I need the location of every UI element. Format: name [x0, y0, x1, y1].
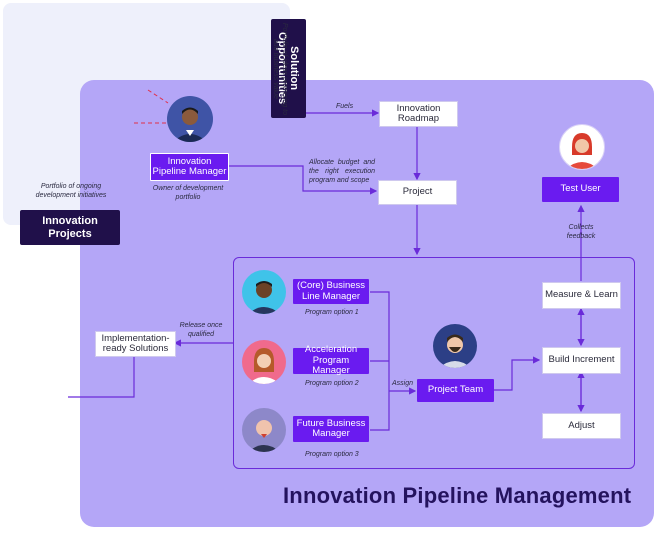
project-box: Project: [378, 180, 457, 205]
future-business-manager-box: Future Business Manager: [293, 416, 369, 442]
program-option-3: Program option 3: [305, 451, 359, 458]
release-note: Release once qualified: [179, 322, 223, 338]
innovation-roadmap-box: Innovation Roadmap: [379, 101, 458, 127]
fuels-label: Fuels: [336, 103, 354, 110]
measure-learn-box: Measure & Learn: [542, 282, 621, 309]
test-user-avatar: [559, 124, 605, 170]
program-option-1: Program option 1: [305, 309, 359, 316]
solution-opportunities-box: Solution Opportunities: [271, 19, 306, 118]
project-team-box: Project Team: [417, 379, 494, 402]
owner-note: Owner of development portfolio: [152, 185, 224, 201]
solution-opportunities-note: Portfolio of ideas promising to add busi…: [272, 22, 288, 116]
pipeline-manager-box: Innovation Pipeline Manager: [150, 153, 229, 181]
project-team-avatar: [433, 324, 477, 368]
business-line-manager-avatar: [242, 270, 286, 314]
assign-label: Assign: [392, 380, 414, 387]
future-business-manager-avatar: [242, 408, 286, 452]
pipeline-manager-avatar: [167, 96, 213, 142]
outflow-line: [68, 355, 135, 398]
adjust-box: Adjust: [542, 413, 621, 439]
diagram-title: Innovation Pipeline Management: [283, 483, 632, 508]
business-line-manager-box: (Core) Business Line Manager: [293, 279, 369, 304]
allocate-arrow: [228, 165, 378, 195]
team-build-arrow: [494, 356, 541, 391]
allocate-note: Allocate budget and the right execution …: [309, 159, 375, 184]
innovation-projects-box: Innovation Projects: [20, 210, 120, 245]
program-option-2: Program option 2: [305, 380, 359, 387]
program-frame: [233, 257, 635, 469]
portfolio-note: Portfolio of ongoing development initiat…: [35, 183, 107, 199]
collects-feedback-note: Collects feedback: [566, 224, 596, 240]
implementation-box: Implementation-ready Solutions: [95, 331, 176, 357]
acceleration-manager-avatar: [242, 340, 286, 384]
test-user-box: Test User: [542, 177, 619, 202]
build-increment-box: Build Increment: [542, 347, 621, 374]
acceleration-manager-box: Acceleration Program Manager: [293, 345, 369, 376]
